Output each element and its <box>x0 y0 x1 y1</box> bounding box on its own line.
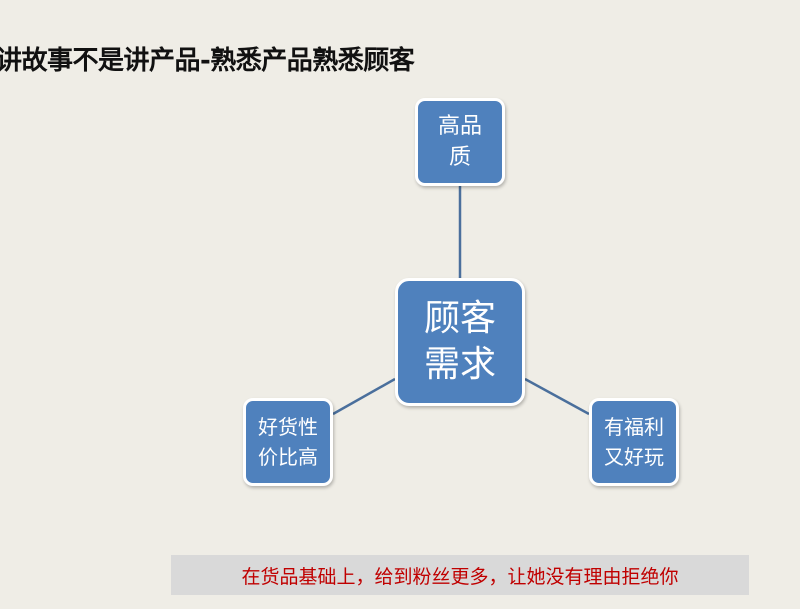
caption-text: 在货品基础上，给到粉丝更多，让她没有理由拒绝你 <box>241 565 679 588</box>
node-perks-and-fun-line-2: 又好玩 <box>604 445 664 469</box>
connector-left <box>332 377 396 416</box>
node-customer-needs: 顾客 需求 <box>395 278 525 406</box>
connector-right <box>524 377 590 416</box>
slide-title: 讲故事不是讲产品-熟悉产品熟悉顾客 <box>0 46 415 76</box>
node-high-quality: 高品 质 <box>415 98 505 186</box>
node-customer-needs-line-1: 顾客 <box>423 298 496 339</box>
node-perks-and-fun-line-1: 有福利 <box>604 415 664 439</box>
caption-box: 在货品基础上，给到粉丝更多，让她没有理由拒绝你 <box>171 555 749 595</box>
node-value-for-money-line-1: 好货性 <box>258 415 318 439</box>
node-high-quality-line-2: 质 <box>448 145 471 170</box>
node-high-quality-line-1: 高品 <box>437 114 482 139</box>
node-customer-needs-line-2: 需求 <box>423 344 496 385</box>
node-perks-and-fun: 有福利 又好玩 <box>589 398 679 486</box>
node-value-for-money-line-2: 价比高 <box>258 445 318 469</box>
node-value-for-money: 好货性 价比高 <box>243 398 333 486</box>
